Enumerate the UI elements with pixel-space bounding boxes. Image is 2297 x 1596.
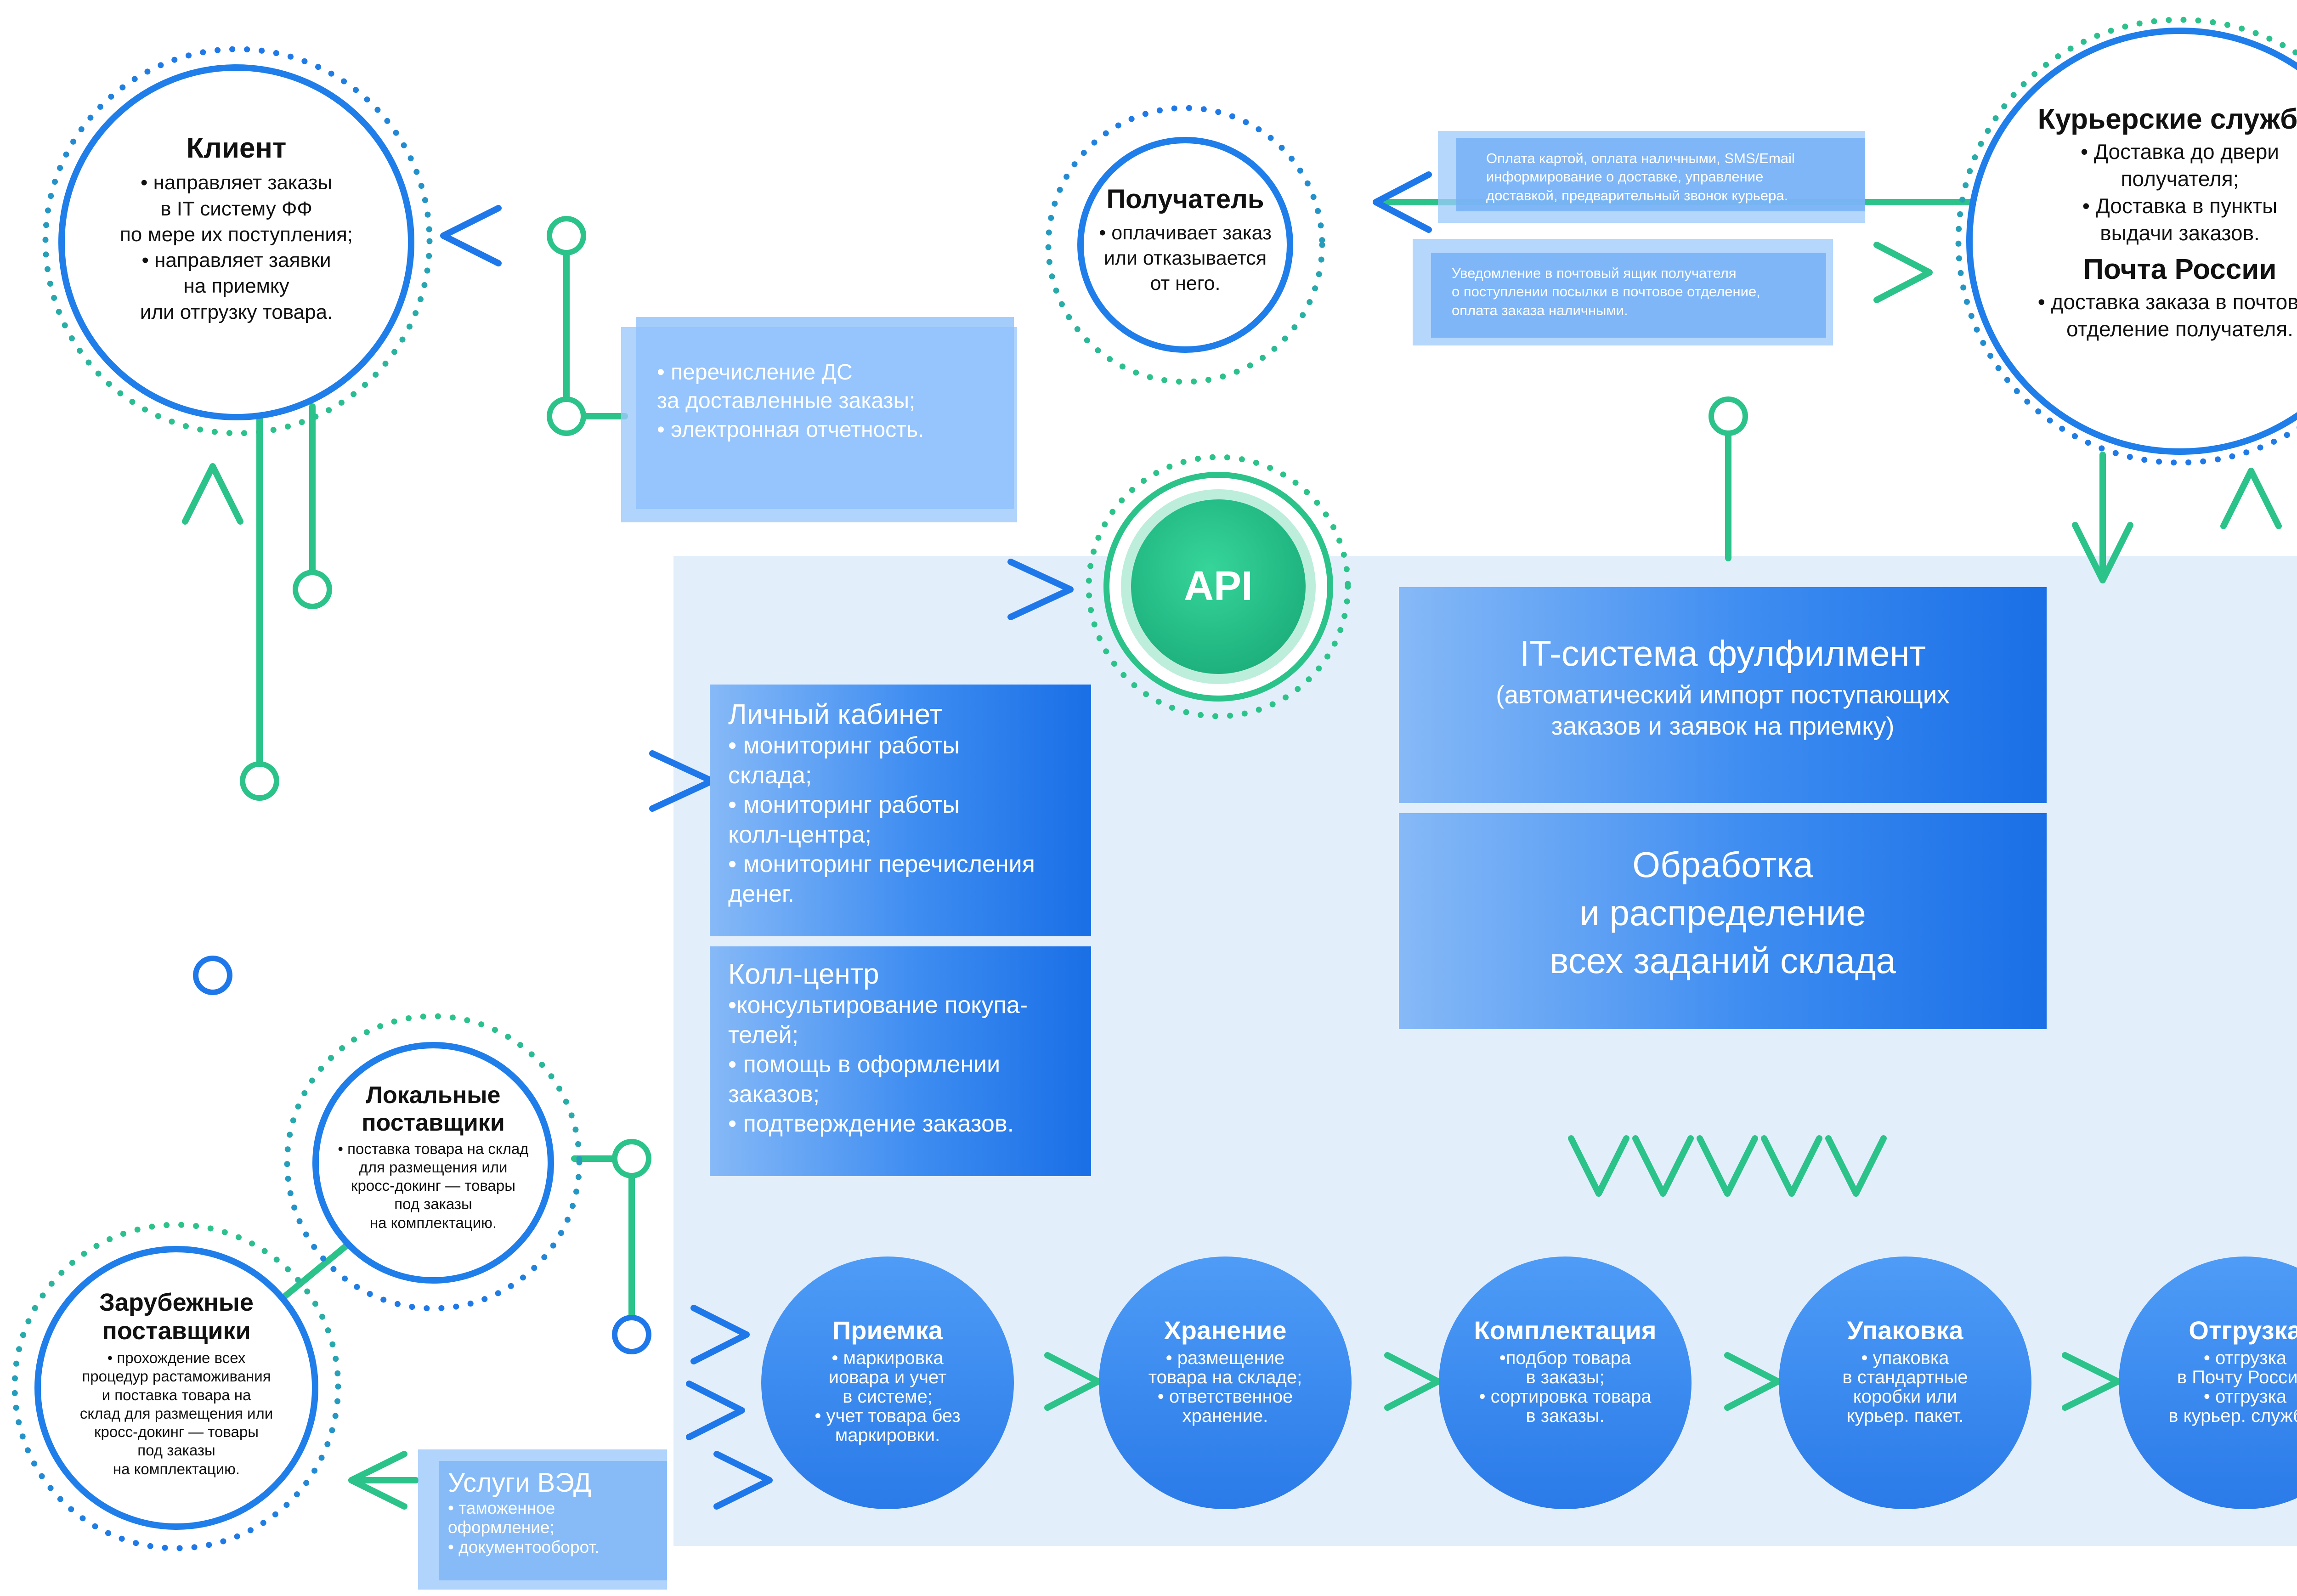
halo-api [1086, 454, 1351, 719]
api-node[interactable]: API [1131, 499, 1306, 674]
local-suppliers-node: Локальные поставщики • поставка товара н… [312, 1042, 554, 1284]
halo-couriers [1955, 17, 2297, 466]
stage-connectors [1013, 1352, 2121, 1411]
client-title: Клиент [186, 132, 287, 164]
couriers-to-warehouse-arrow [2072, 522, 2133, 583]
recipient-to-couriers-arrow [1873, 242, 1933, 303]
dotted-halos [11, 17, 2297, 1551]
local-suppliers-title: Локальные поставщики [362, 1082, 505, 1136]
callcenter-title: Колл-центр [728, 958, 879, 990]
shipping-to-couriers-arrow [2220, 468, 2282, 529]
ved-box-back [439, 1461, 667, 1580]
foreign-suppliers-title: Зарубежные поставщики [99, 1289, 254, 1345]
local-foreign-link [277, 1233, 362, 1303]
stage-khranenie-title: Хранение [1164, 1316, 1287, 1345]
halo-client [42, 46, 433, 436]
ved-title: Услуги ВЭД [448, 1468, 592, 1498]
callcenter-box: Колл-центр •консультирование покупа-теле… [710, 946, 1091, 1176]
dot-transfer-it [1709, 396, 1748, 436]
it-system-box: IT-система фулфилмент (автоматический им… [1399, 587, 2047, 803]
dot-client-transfer [547, 396, 586, 436]
junction-dots [193, 216, 1748, 1354]
stage-komplektatsiya-title: Комплектация [1474, 1316, 1657, 1345]
couriers-title: Курьерские службы [2037, 103, 2297, 136]
callcenter-client-arrow [182, 463, 243, 525]
stage-upakovka-title: Упаковка [1847, 1316, 1963, 1345]
note-payment: Оплата картой, оплата наличными, SMS/Ema… [1486, 150, 1795, 204]
cabinet-title: Личный кабинет [728, 699, 943, 730]
dot-callcenter [193, 956, 232, 995]
halo-local [284, 1013, 583, 1312]
note-post-box [1431, 253, 1826, 338]
ved-right-arrow [713, 1451, 773, 1510]
halo-foreign [11, 1222, 341, 1551]
post-russia-title: Почта России [2083, 253, 2277, 285]
dot-client-cabinet [240, 761, 279, 801]
dot-client-api [293, 570, 332, 609]
transfer-box-back [636, 317, 1014, 509]
processing-down-arrows [1568, 1026, 1887, 1197]
api-label: API [1183, 563, 1253, 610]
stage-otgruzka-title: Отгрузка [2189, 1316, 2297, 1345]
foreign-suppliers-node: Зарубежные поставщики • прохождение всех… [34, 1246, 318, 1530]
it-system-title: IT-система фулфилмент [1519, 633, 1926, 673]
stage-priemka-title: Приемка [832, 1316, 943, 1345]
client-return-arrow [440, 205, 502, 266]
foreign-supplier-arrow [686, 1381, 745, 1440]
recipient-title: Получатель [1106, 184, 1264, 215]
client-api-arrow [1007, 559, 1074, 620]
halo-recipient [1045, 105, 1325, 385]
note-payment-box [1456, 138, 1865, 211]
couriers-to-recipient-arrow [1373, 171, 1432, 233]
dot-client-top [547, 216, 586, 255]
dot-local-supplier-top [612, 1139, 651, 1178]
dot-local-supplier-bottom [612, 1315, 651, 1354]
ved-left-arrow [348, 1451, 407, 1510]
local-supplier-arrow [690, 1305, 750, 1364]
callcenter-lines: •консультирование покупа-телей; • помощь… [728, 992, 1028, 1138]
